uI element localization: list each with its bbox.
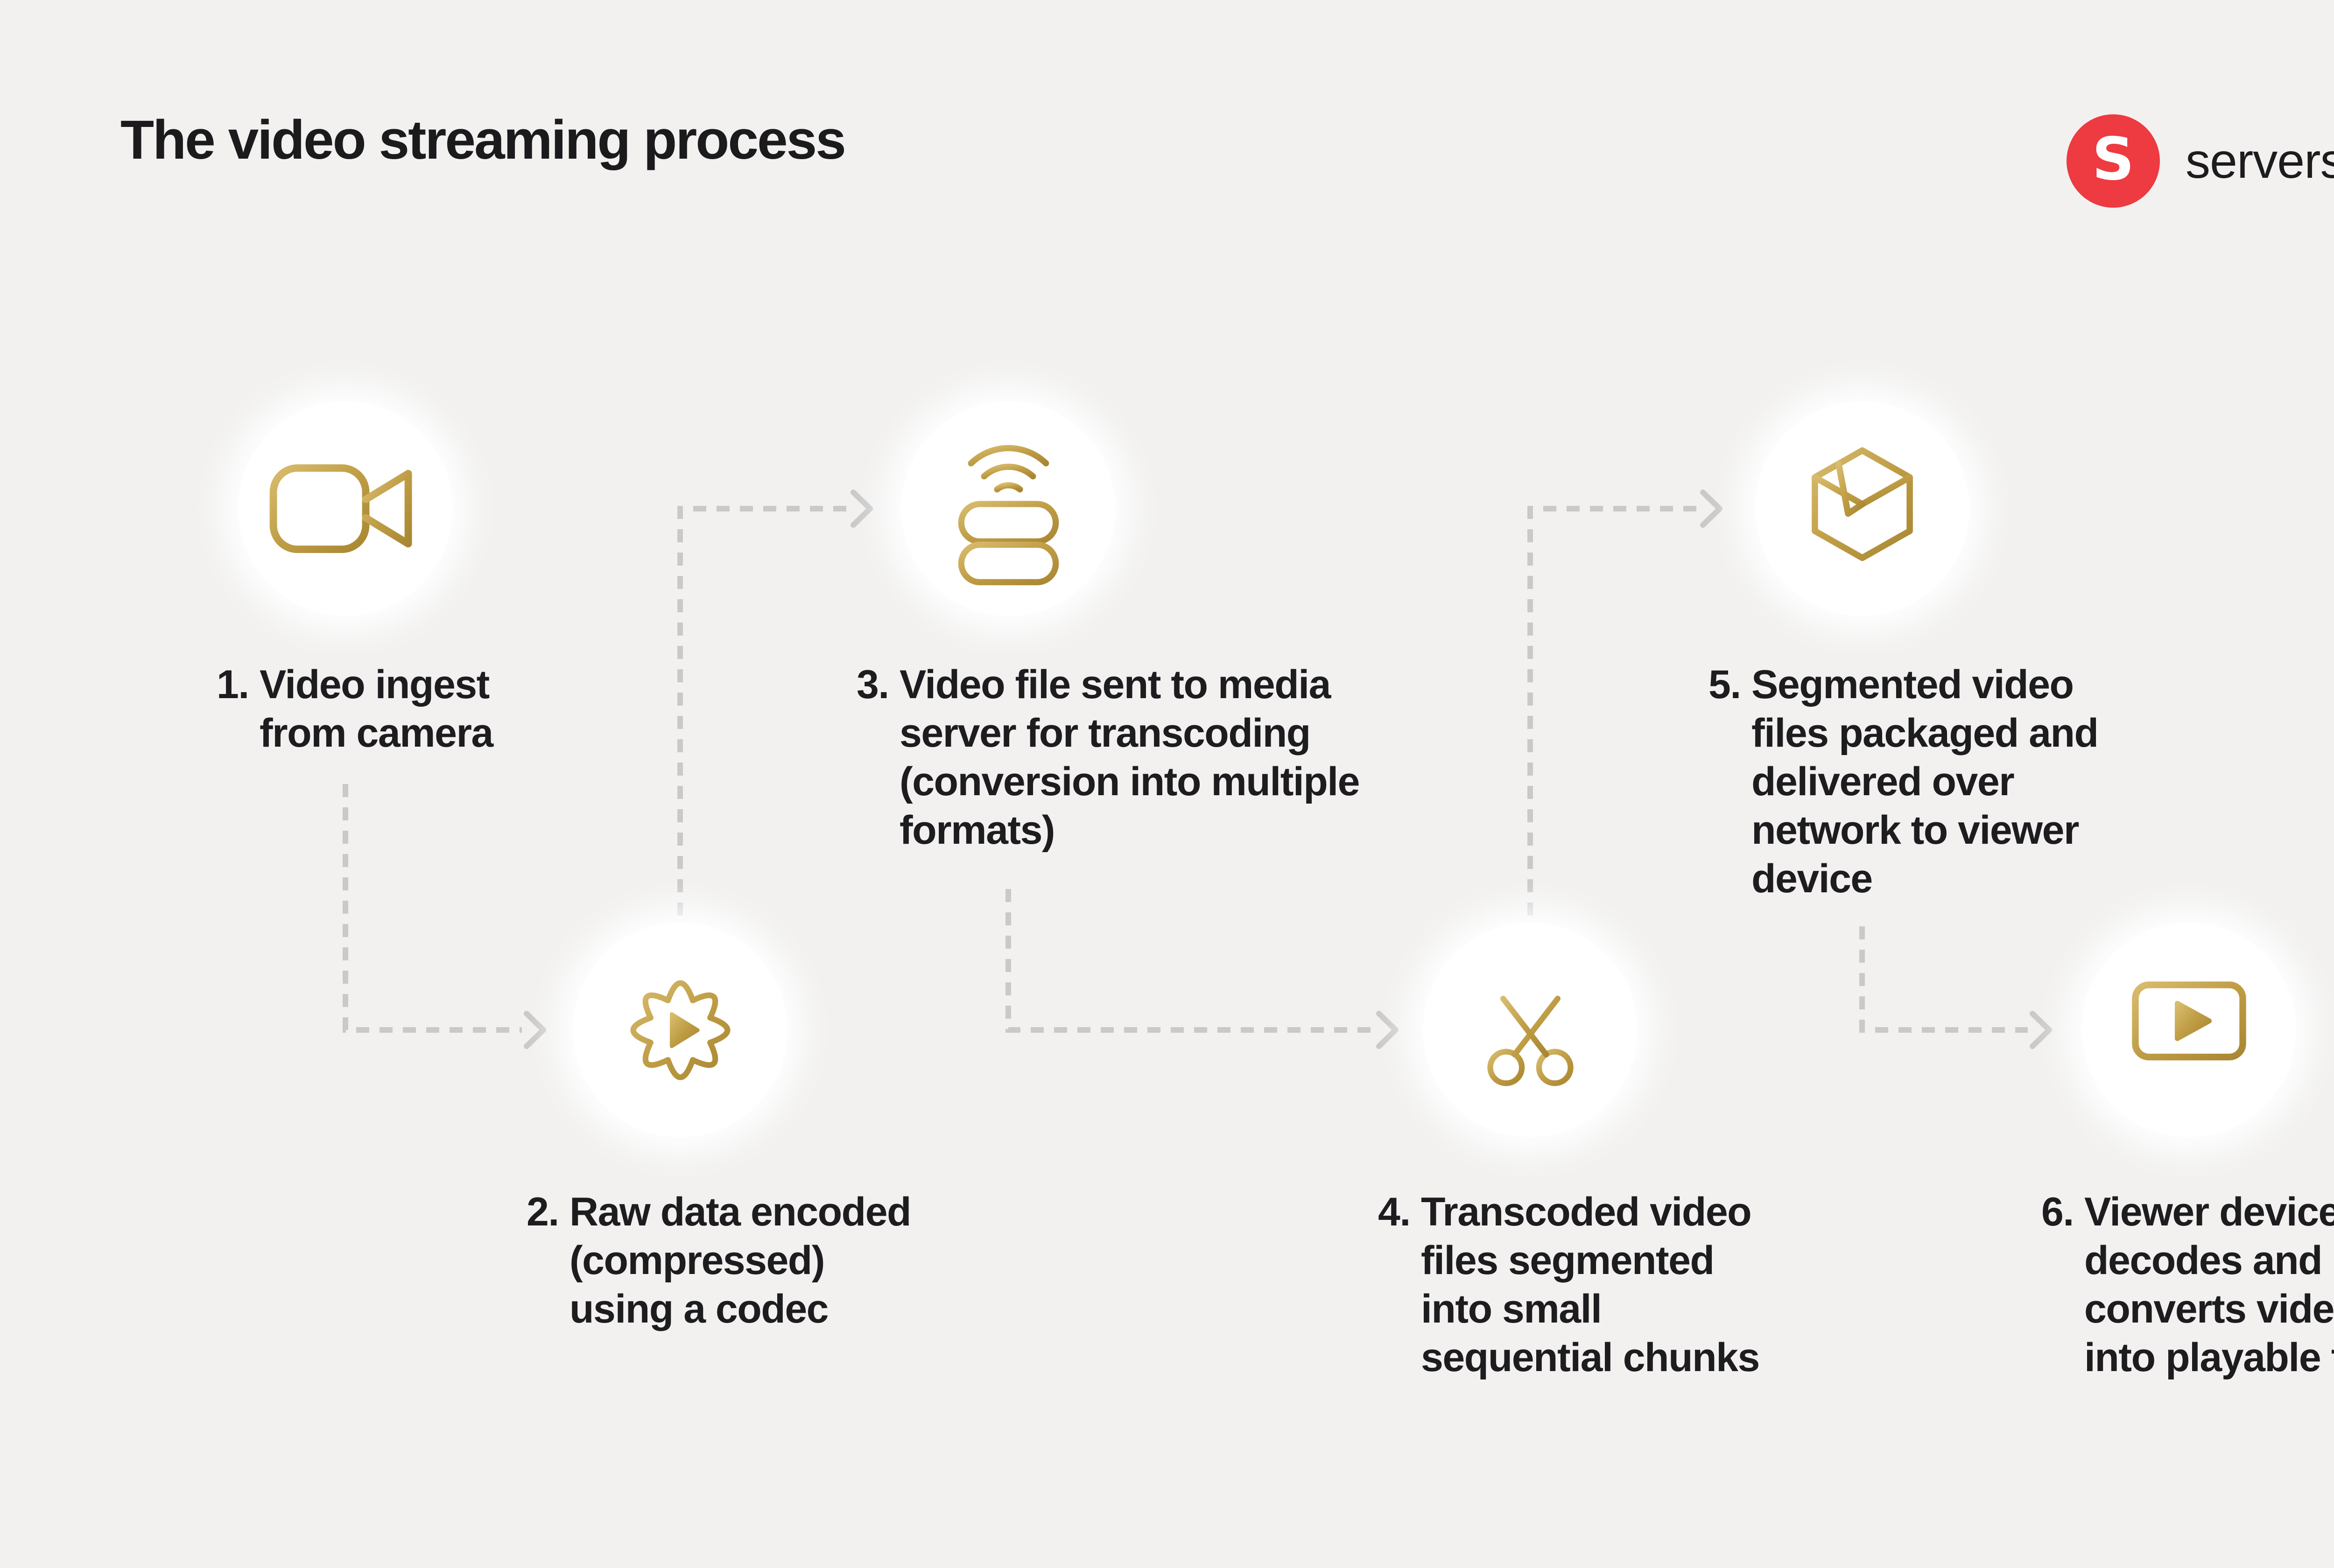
- step-text: Segmented video files packaged and deliv…: [1751, 662, 2099, 901]
- arrowhead-step5: [1700, 490, 1722, 528]
- video-camera-icon: [269, 464, 412, 553]
- servers-logo-icon: S: [2067, 114, 2160, 208]
- package-box-icon: [1811, 447, 1913, 561]
- laptop-play-icon: [2125, 981, 2253, 1082]
- step-6-circle: [2081, 923, 2296, 1137]
- connector-step1-step2: [343, 784, 522, 1033]
- step-text: Raw data encoded (compressed) using a co…: [569, 1190, 912, 1331]
- codec-gear-play-icon: [630, 980, 730, 1080]
- step-5-circle: [1755, 401, 1969, 616]
- step-1-caption: 1. Video ingest from camera: [217, 660, 493, 757]
- page-title: The video streaming process: [120, 109, 846, 171]
- connector-step5-step6: [1859, 926, 2028, 1033]
- step-4-caption: 4. Transcoded video files segmented into…: [1378, 1188, 1760, 1382]
- logo-letter: S: [2092, 125, 2135, 193]
- scissors-icon: [1487, 995, 1574, 1086]
- step-text: Video file sent to media server for tran…: [900, 662, 1360, 853]
- media-server-wifi-icon: [958, 445, 1059, 585]
- connector-step4-step5: [1527, 506, 1698, 916]
- step-number: 1.: [217, 662, 249, 707]
- brand-name: servers.com: [2186, 133, 2334, 189]
- step-1-circle: [238, 401, 453, 616]
- arrowhead-step6: [2030, 1011, 2052, 1049]
- step-6-caption: 6. Viewer device decodes and converts vi…: [2041, 1188, 2334, 1382]
- brand-logo: S servers.com: [2067, 114, 2334, 208]
- step-number: 3.: [857, 662, 889, 707]
- arrowhead-step4: [1376, 1011, 1399, 1049]
- step-text: Video ingest from camera: [260, 662, 493, 756]
- step-number: 5.: [1708, 662, 1741, 707]
- step-5-caption: 5. Segmented video files packaged and de…: [1708, 660, 2099, 903]
- step-2-circle: [573, 923, 787, 1137]
- step-3-caption: 3. Video file sent to media server for t…: [857, 660, 1360, 854]
- step-number: 6.: [2041, 1190, 2074, 1234]
- arrowhead-step2: [524, 1011, 546, 1049]
- connector-step3-step4: [1005, 889, 1374, 1033]
- step-3-circle: [901, 401, 1116, 616]
- step-number: 4.: [1378, 1190, 1411, 1234]
- step-text: Viewer device decodes and converts video…: [2084, 1190, 2334, 1380]
- step-text: Transcoded video files segmented into sm…: [1421, 1190, 1760, 1380]
- step-2-caption: 2. Raw data encoded (compressed) using a…: [527, 1188, 912, 1333]
- step-4-circle: [1423, 923, 1638, 1137]
- step-number: 2.: [527, 1190, 559, 1234]
- connector-step2-step3: [677, 506, 849, 916]
- arrowhead-step3: [851, 490, 873, 528]
